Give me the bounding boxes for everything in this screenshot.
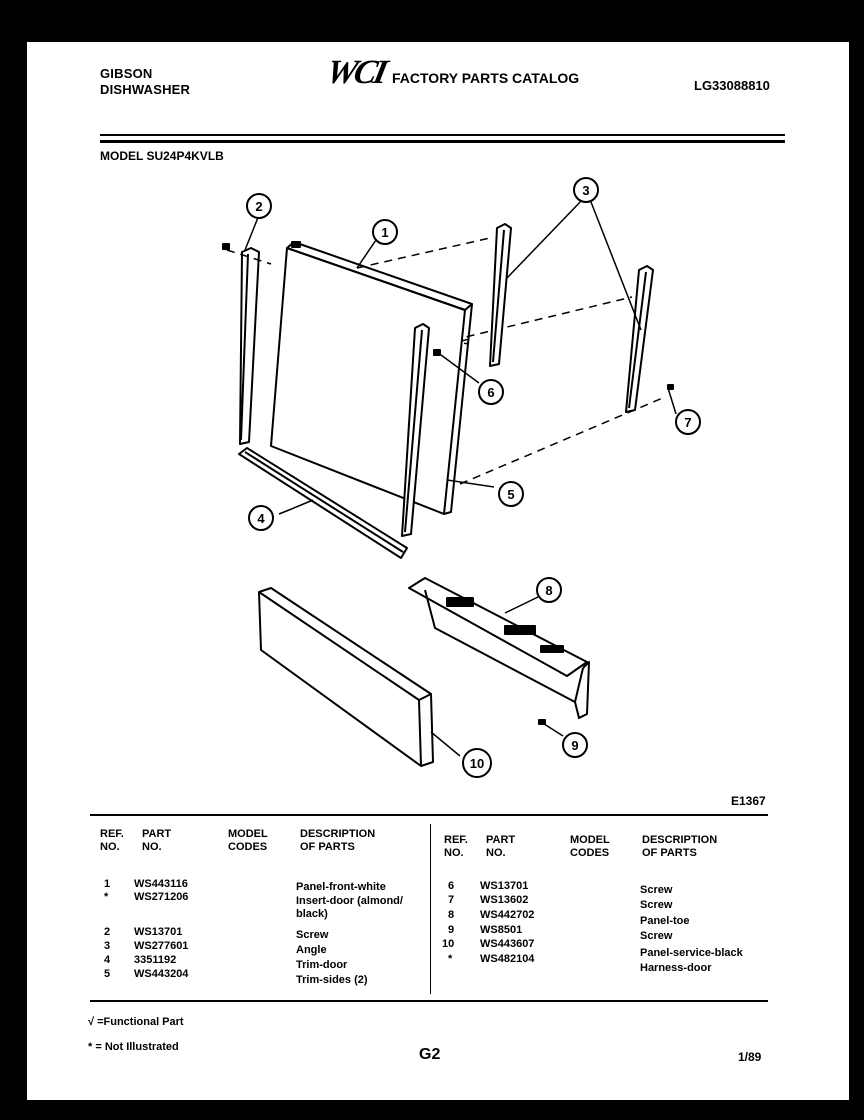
callout-5-label: 5 [507, 487, 514, 502]
part-7-screw [667, 384, 674, 390]
brand-block: GIBSON DISHWASHER [100, 66, 190, 98]
right-row-3-desc: Panel-toe [640, 915, 690, 927]
callouts [246, 177, 701, 778]
callout-10-label: 10 [470, 756, 484, 771]
left-row-2-desc: Insert-door (almond/ black) [296, 895, 403, 920]
part-4-door-trim [238, 447, 408, 559]
part-side-angle-left [239, 247, 260, 445]
left-row-4-part: WS277601 [134, 940, 189, 952]
left-row-1-ref: 1 [104, 878, 111, 890]
header-rule-thick [100, 140, 785, 143]
functional-part-note: √ =Functional Part [88, 1016, 184, 1028]
header-part-left: PART NO. [142, 828, 172, 853]
header-ref-right: REF. NO. [444, 834, 468, 859]
right-row-6-desc: Harness-door [640, 962, 712, 974]
right-row-1-part: WS13701 [480, 880, 529, 892]
callout-2-label: 2 [255, 199, 262, 214]
header-rule-thin [100, 134, 785, 136]
header-model-left: MODEL CODES [228, 828, 268, 853]
right-row-2-desc: Screw [640, 899, 673, 911]
left-row-1-desc: Panel-front-white [296, 881, 386, 893]
left-row-6-ref: 5 [104, 968, 111, 980]
right-row-6-part: WS482104 [480, 953, 535, 965]
header-desc-left: DESCRIPTION OF PARTS [300, 828, 376, 853]
brand-name: GIBSON [100, 66, 153, 81]
not-illustrated-note: * = Not Illustrated [88, 1041, 179, 1053]
part-2-screw [222, 243, 230, 250]
header-part-right: PART NO. [486, 834, 516, 859]
header-ref-left: REF. NO. [100, 828, 124, 853]
header-model-right: MODEL CODES [570, 834, 610, 859]
callout-8-label: 8 [545, 583, 552, 598]
left-row-5-ref: 4 [104, 954, 111, 966]
table-bottom-rule [90, 1000, 768, 1002]
left-row-6-desc: Trim-sides (2) [296, 974, 368, 986]
callout-4-label: 4 [257, 511, 265, 526]
left-row-6-part: WS443204 [134, 968, 189, 980]
right-row-5-ref: 10 [442, 938, 455, 950]
left-row-3-desc: Screw [296, 929, 329, 941]
part-3-angles [489, 223, 654, 413]
right-row-4-desc: Screw [640, 930, 673, 942]
callout-6-label: 6 [487, 385, 494, 400]
part-8-toe-panel [408, 577, 590, 719]
left-row-4-ref: 3 [104, 940, 111, 952]
callout-1 [372, 219, 398, 245]
part-10-service-panel [258, 587, 434, 767]
left-row-1-part: WS443116 [134, 878, 188, 890]
left-row-4-desc: Angle [296, 944, 327, 956]
callout-8 [536, 577, 562, 603]
right-row-4-part: WS8501 [480, 924, 523, 936]
revision-date: 1/89 [738, 1050, 762, 1064]
callout-9 [562, 732, 588, 758]
left-row-5-desc: Trim-door [296, 959, 348, 971]
table-top-rule [90, 814, 768, 816]
right-row-1-desc: Screw [640, 884, 673, 896]
callout-1-label: 1 [381, 225, 388, 240]
callout-leaders [244, 198, 677, 757]
callout-4 [248, 505, 274, 531]
part-5-side-trim [401, 323, 430, 537]
page-code: G2 [419, 1046, 441, 1063]
callout-2 [246, 193, 272, 219]
callout-7-label: 7 [684, 415, 691, 430]
right-row-5-desc: Panel-service-black [640, 947, 743, 959]
product-type: DISHWASHER [100, 82, 191, 97]
callout-9-label: 9 [571, 738, 578, 753]
left-row-2-ref: * [104, 891, 109, 903]
callout-3-label: 3 [582, 183, 589, 198]
exploded-parts-diagram: 2 1 3 4 5 6 7 8 9 10 [222, 177, 701, 778]
catalog-number: LG33088810 [694, 78, 770, 93]
catalog-title: FACTORY PARTS CATALOG [392, 70, 580, 86]
left-row-3-part: WS13701 [134, 926, 183, 938]
parts-table: REF. NO. PART NO. MODEL CODES DESCRIPTIO… [90, 814, 768, 1002]
left-row-2-part: WS271206 [134, 891, 189, 903]
right-row-3-part: WS442702 [480, 909, 535, 921]
right-row-4-ref: 9 [448, 924, 455, 936]
catalog-sheet: GIBSON DISHWASHER WCI FACTORY PARTS CATA… [27, 42, 849, 1100]
right-row-2-ref: 7 [448, 894, 455, 906]
callout-5 [498, 481, 524, 507]
right-row-1-ref: 6 [448, 880, 455, 892]
left-row-3-ref: 2 [104, 926, 111, 938]
table-divider [430, 824, 431, 994]
right-row-3-ref: 8 [448, 909, 455, 921]
callout-3 [573, 177, 599, 203]
model-line: MODEL SU24P4KVLB [100, 149, 224, 163]
header-desc-right: DESCRIPTION OF PARTS [642, 834, 718, 859]
callout-6 [478, 379, 504, 405]
left-row-5-part: 3351192 [134, 954, 177, 966]
right-row-6-ref: * [448, 953, 453, 965]
drawing-code: E1367 [731, 794, 766, 808]
callout-7 [675, 409, 701, 435]
callout-10 [462, 748, 492, 778]
right-row-2-part: WS13602 [480, 894, 529, 906]
part-1-front-panel [270, 241, 473, 515]
right-row-5-part: WS443607 [480, 938, 535, 950]
